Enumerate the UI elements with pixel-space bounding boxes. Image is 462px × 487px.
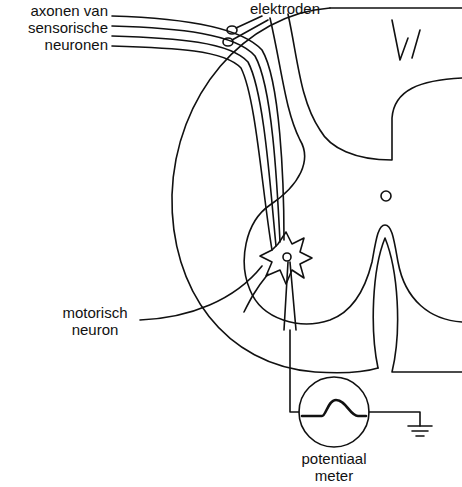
gray-matter-outline xyxy=(244,18,462,324)
spinal-cord-outline xyxy=(330,7,462,9)
sensory-axon xyxy=(112,36,276,246)
meter-trace xyxy=(302,400,366,416)
ground-wire xyxy=(369,412,420,426)
motor-neuron xyxy=(260,232,312,284)
axon-label: axonen van sensorische neuronen xyxy=(4,2,108,53)
sensory-axon xyxy=(112,16,284,240)
neuron-label: motorisch neuron xyxy=(52,304,138,338)
dorsal-septum xyxy=(412,30,420,58)
meter-label: potentiaal meter xyxy=(284,450,384,484)
dorsal-septum xyxy=(392,20,408,60)
gray-matter-outline xyxy=(288,14,462,160)
potential-meter xyxy=(299,377,369,447)
leader-line xyxy=(140,266,262,320)
electrode xyxy=(227,26,237,34)
meter-wire xyxy=(290,330,299,412)
spinal-cord-outline xyxy=(172,8,378,373)
electrode xyxy=(223,38,233,46)
electrode-label: elektroden xyxy=(250,0,360,17)
axon-of-motor-neuron xyxy=(244,274,268,312)
sensory-axon xyxy=(112,46,272,250)
recording-electrode xyxy=(284,262,296,330)
neuron-nucleus xyxy=(283,253,291,261)
sensory-axon xyxy=(112,26,280,242)
ventral-fissure xyxy=(373,238,462,372)
central-canal xyxy=(381,191,391,201)
ground-symbol xyxy=(408,426,432,436)
electrode-wire xyxy=(232,20,268,40)
